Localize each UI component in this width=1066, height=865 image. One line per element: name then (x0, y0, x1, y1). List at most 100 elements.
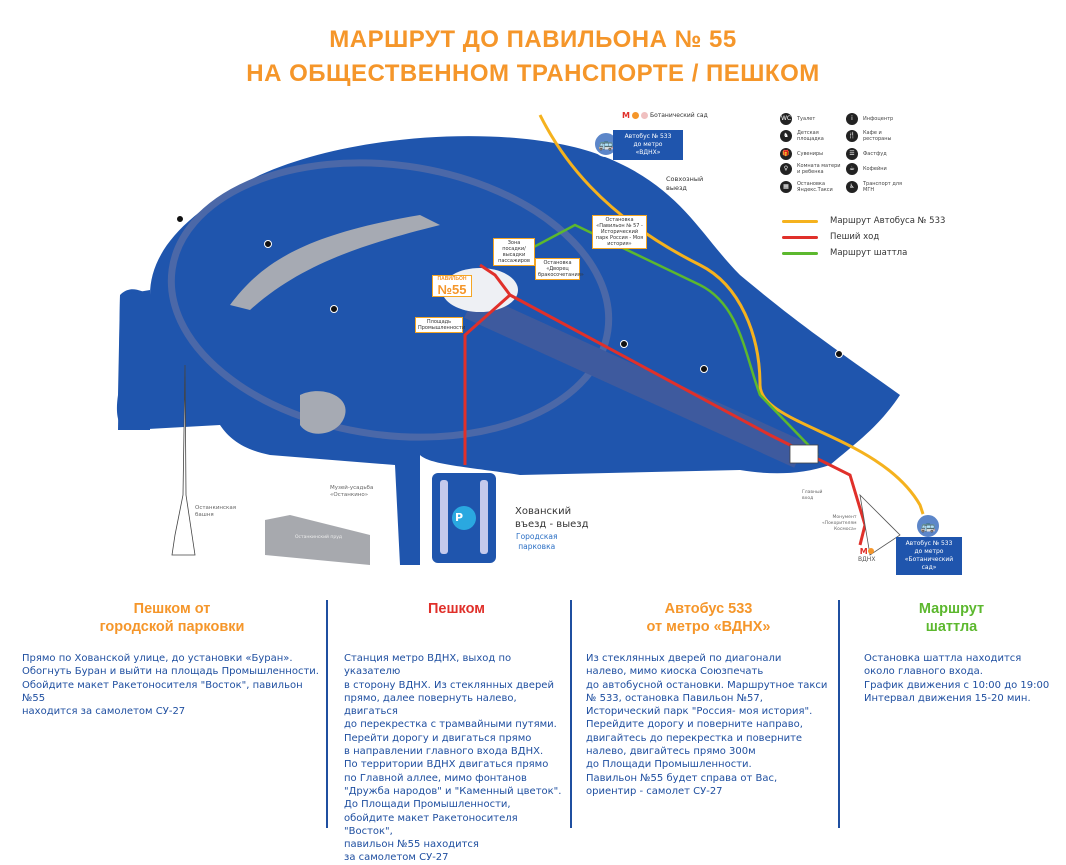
pond-label: Останкинский пруд (295, 535, 342, 540)
pavilion-label-number: №55 (437, 282, 467, 297)
stop-pav57-callout: Остановка «Павильон № 57 - Исторический … (592, 215, 647, 249)
stop-palace-callout: Остановка «Дворец бракосочетания» (535, 258, 584, 280)
walk-route-line (463, 263, 867, 546)
cafe-icon: 🍴 (846, 130, 858, 142)
column-divider (326, 600, 328, 828)
metro-line-mcc-icon (640, 112, 648, 119)
khovansky-entrance-label: Хованский въезд - выезд (515, 506, 589, 530)
map-area[interactable]: ПАВИЛЬОН №55 Зона посадки/ высадки пасса… (0, 95, 1066, 585)
fastfood-icon[interactable] (620, 340, 628, 348)
column-title: Маршрут шаттла (918, 601, 985, 635)
souvenir-icon: 🎁 (780, 148, 792, 160)
legend-bus-route: Маршрут Автобуса № 533 (782, 216, 945, 226)
yandex-taxi-icon: ▦ (780, 181, 792, 193)
column-title: Пешком (427, 601, 486, 617)
metro-icon: М (859, 547, 868, 556)
column-text: Из стеклянных дверей по диагонали налево… (586, 653, 828, 797)
legend-item-label: Фастфуд (863, 151, 887, 157)
walk-route-swatch (782, 235, 818, 239)
museum-label: Музей-усадьба «Останкино» (330, 485, 374, 498)
info-icon[interactable] (330, 305, 338, 313)
metro-line-orange-icon (867, 548, 874, 554)
legend-item: ☰ Фастфуд (846, 148, 907, 160)
info-icon: i (846, 113, 858, 125)
parking-icon (452, 506, 476, 530)
ostankino-block (118, 290, 150, 430)
legend-item: ▦ Остановка Яндекс.Такси (780, 181, 841, 193)
page-title-line-1: МАРШРУТ ДО ПАВИЛЬОНА № 55 (329, 26, 737, 53)
bus-route-swatch (782, 219, 818, 223)
legend-item-label: Сувениры (797, 151, 824, 157)
parking-marker-icon[interactable] (835, 350, 843, 358)
legend-item-label: Кафе и рестораны (863, 130, 892, 142)
sovkhoz-exit-label: Совхозный выезд (666, 175, 704, 192)
column-walk-from-parking: Пешком от городской парковки Прямо по Хо… (22, 600, 322, 718)
column-text: Станция метро ВДНХ, выход по указателю в… (344, 653, 562, 864)
column-text: Прямо по Хованской улице, до установки «… (22, 653, 319, 718)
shuttle-route-swatch (782, 251, 818, 255)
legend-item-label: Транспорт для МГН (863, 181, 902, 193)
metro-botanic-label: М Ботанический сад (622, 111, 708, 120)
monument-label: Монумент «Покорителям Космоса» (822, 515, 857, 532)
metro-line-orange-icon (631, 112, 639, 119)
legend-item-label: Детская площадка (797, 130, 824, 142)
main-entrance-arch (789, 444, 819, 464)
legend-shuttle-route: Маршрут шаттла (782, 248, 907, 258)
bus-route-line (538, 114, 932, 536)
column-text: Остановка шаттла находится около главног… (864, 653, 1050, 704)
pickup-zone-callout: Зона посадки/ высадки пассажиров (493, 238, 535, 266)
ostankino-tower (171, 364, 196, 556)
ring-road (167, 159, 613, 441)
coffee-icon: ☕ (846, 163, 858, 175)
lake-north (230, 215, 440, 310)
bus-533-to-vdnh-box[interactable]: Автобус № 533 до метро «ВДНХ» (613, 130, 683, 160)
fastfood-icon: ☰ (846, 148, 858, 160)
metro-icon: М (622, 111, 630, 120)
parking-symbol: P (455, 511, 464, 524)
legend-item: ♞ Детская площадка (780, 130, 841, 142)
legend-item-label: Кофейни (863, 166, 887, 172)
pavilion-55-label[interactable]: ПАВИЛЬОН №55 (432, 275, 472, 297)
lake-south (300, 391, 346, 434)
main-entrance-label: Главный вход (802, 490, 823, 501)
bus-533-to-botanic-box[interactable]: Автобус № 533 до метро «Ботанический сад… (896, 537, 962, 575)
column-title: Пешком от городской парковки (99, 601, 245, 635)
coffee-icon[interactable] (700, 365, 708, 373)
column-shuttle: Маршрут шаттла Остановка шаттла находитс… (864, 600, 1059, 705)
toilet-icon: WC (780, 113, 792, 125)
legend-item: i Инфоцентр (846, 113, 907, 125)
column-walk: Пешком Станция метро ВДНХ, выход по указ… (344, 600, 569, 865)
legend-item: WC Туалет (780, 113, 841, 125)
legend-walk-route: Пеший ход (782, 232, 879, 242)
pavilion-label-top: ПАВИЛЬОН (437, 276, 467, 282)
cafe-icon[interactable] (264, 240, 272, 248)
column-divider (570, 600, 572, 828)
legend-item-label: Инфоцентр (863, 116, 894, 122)
shuttle-route-line (499, 223, 819, 456)
mother-child-room-icon: ♀ (780, 163, 792, 175)
legend-item: 🎁 Сувениры (780, 148, 841, 160)
legend-item: 🍴 Кафе и рестораны (846, 130, 907, 142)
metro-vdnh-label: М ВДНХ (858, 547, 876, 563)
mgn-transport-icon: ♿ (846, 181, 858, 193)
column-divider (838, 600, 840, 828)
legend-item-label: Туалет (797, 116, 816, 122)
vdnh-territory (116, 136, 900, 566)
toilet-icon[interactable] (176, 215, 184, 223)
legend-item-label: Комната матери и ребенка (797, 163, 841, 175)
legend-item: ♀ Комната матери и ребенка (780, 163, 841, 175)
legend-item: ☕ Кофейни (846, 163, 907, 175)
city-parking-label: Городская парковка (516, 532, 558, 551)
main-alley (464, 292, 806, 468)
cosmos-monument (859, 493, 901, 556)
map-canvas (116, 114, 932, 566)
column-bus-533: Автобус 533 от метро «ВДНХ» Из стеклянны… (586, 600, 831, 798)
page-title-line-2: НА ОБЩЕСТВЕННОМ ТРАНСПОРТЕ / ПЕШКОМ (246, 60, 820, 87)
bus-icon-bottom: 🚌 (915, 513, 941, 539)
legend-item: ♿ Транспорт для МГН (846, 181, 907, 193)
legend-item-label: Остановка Яндекс.Такси (797, 181, 833, 193)
column-title: Автобус 533 от метро «ВДНХ» (646, 601, 771, 635)
playground-icon: ♞ (780, 130, 792, 142)
tower-label: Останкинская башня (195, 505, 237, 518)
ostankino-pond (265, 515, 370, 565)
